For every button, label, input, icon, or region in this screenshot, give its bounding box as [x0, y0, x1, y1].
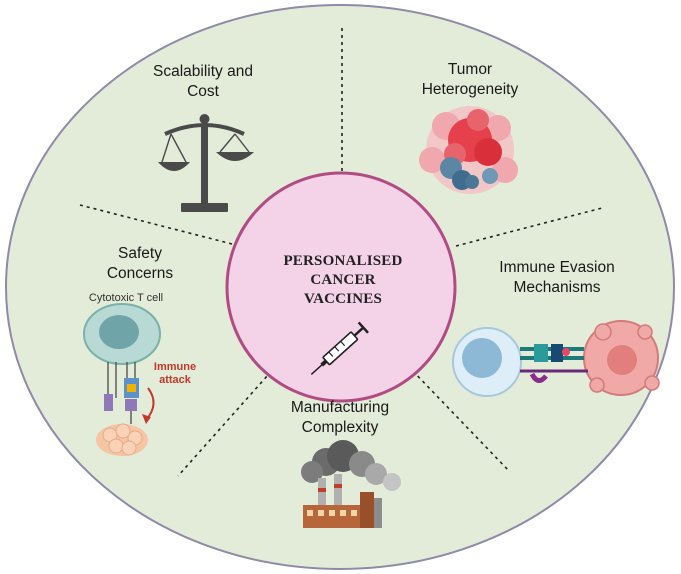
manufacturing-label: Manufacturing Complexity [265, 398, 415, 438]
tumor-cluster-icon [419, 106, 518, 194]
balance-scale-icon [158, 114, 254, 212]
safety-label-line1: Safety [118, 245, 162, 262]
center-title-line2: CANCER [310, 272, 376, 288]
t-cell-attack-icon [83, 303, 161, 456]
divider-left [79, 204, 233, 245]
tumor-label: Tumor Heterogeneity [395, 60, 545, 100]
center-title: PERSONALISED CANCER VACCINES [258, 252, 428, 309]
scalability-label-line2: Cost [187, 83, 219, 100]
immune-evasion-label: Immune Evasion Mechanisms [472, 258, 642, 298]
immune-evasion-label-line2: Mechanisms [513, 279, 601, 296]
factory-icon [301, 440, 401, 528]
immune-attack-line2: attack [159, 374, 191, 386]
tumor-label-line2: Heterogeneity [421, 81, 519, 98]
immune-attack-label: Immune attack [150, 361, 200, 387]
cytotoxic-t-cell-label: Cytotoxic T cell [88, 292, 164, 304]
center-title-line1: PERSONALISED [283, 253, 403, 269]
immune-synapse-icon [452, 320, 660, 397]
center-title-line3: VACCINES [303, 291, 382, 307]
center-circle [225, 171, 457, 403]
manufacturing-label-line1: Manufacturing [290, 399, 390, 416]
immune-attack-line1: Immune [153, 361, 197, 373]
scalability-label-line1: Scalability and [153, 63, 253, 80]
syringe-icon [310, 321, 369, 375]
dividers [79, 28, 603, 477]
scalability-label: Scalability and Cost [128, 62, 278, 102]
immune-evasion-label-line1: Immune Evasion [499, 259, 615, 276]
safety-label-line2: Concerns [106, 265, 174, 282]
safety-label: Safety Concerns [90, 244, 190, 284]
tumor-label-line1: Tumor [447, 61, 493, 78]
manufacturing-label-line2: Complexity [301, 419, 379, 436]
